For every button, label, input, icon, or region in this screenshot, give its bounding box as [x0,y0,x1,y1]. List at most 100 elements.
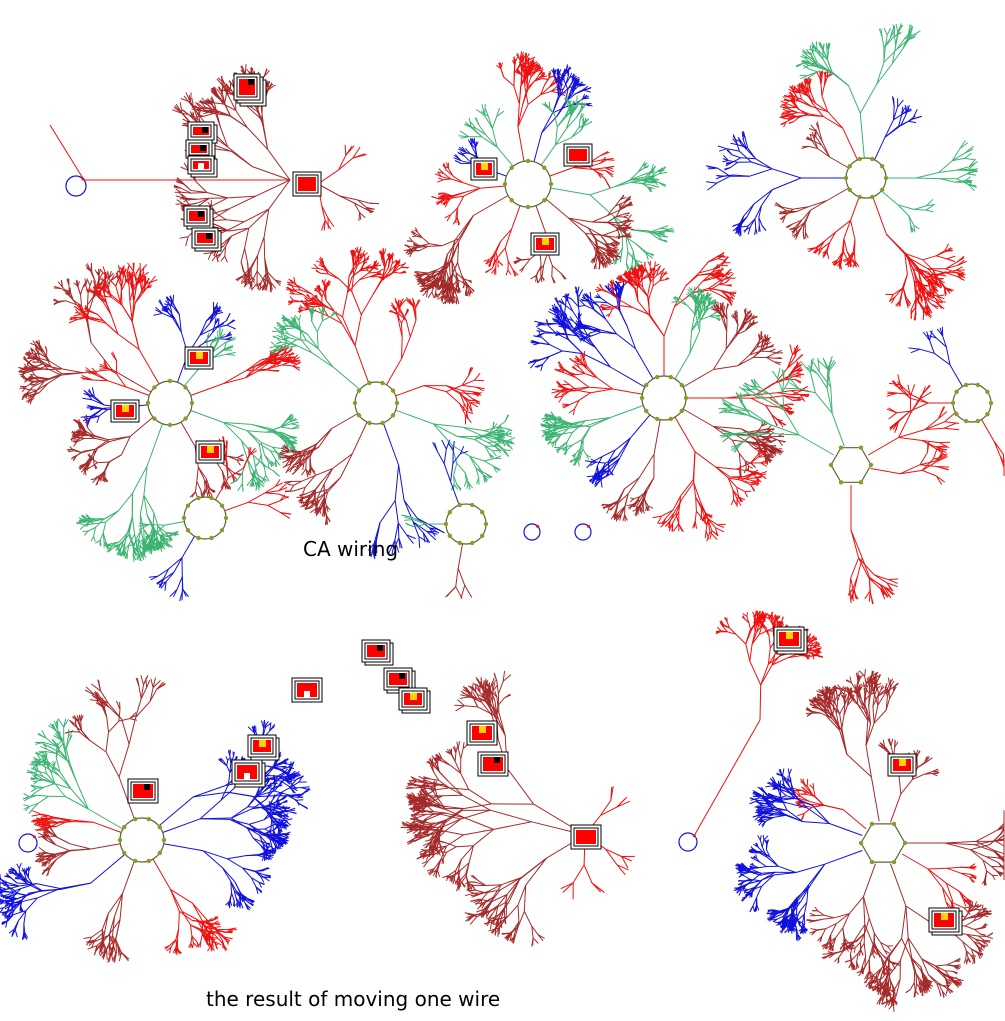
wire-segment [90,535,95,542]
wire-segment [829,156,849,169]
wire-segment [597,171,604,176]
wire-segment [431,273,439,278]
wire-segment [365,207,372,214]
wire-segment [297,345,313,354]
wire-segment [412,233,417,237]
wire-segment [772,177,802,191]
wire-segment [571,127,580,138]
wire-segment [485,134,498,148]
wire-segment [816,49,824,60]
wire-segment [559,84,566,97]
wire-segment [445,283,448,288]
wire-segment [524,53,530,62]
wire-segment [872,196,887,235]
wire-segment [451,241,460,261]
wire-segment [428,276,432,282]
wire-tree [66,414,154,486]
wire-segment [422,289,428,297]
wire-segment [342,292,348,318]
wire-segment [564,100,570,108]
wire-segment [466,283,472,289]
wire-segment [256,270,264,280]
wire-segment [626,227,635,231]
wire-segment [625,235,632,238]
wire-segment [607,209,620,217]
wire-segment [517,103,520,127]
wire-segment [551,265,562,274]
wire-segment [500,228,512,242]
wire-segment [568,217,586,234]
wire-segment [451,296,455,304]
wire-segment [630,181,643,184]
wire-segment [556,101,566,117]
wire-segment [605,165,615,169]
wire-segment [250,277,255,284]
wire-segment [456,217,461,225]
wire-segment [246,430,262,443]
wire-segment [606,205,616,217]
wire-segment [485,268,493,273]
wire-segment [79,524,86,530]
wire-segment [183,366,201,387]
wire-segment [718,148,727,152]
wire-tree [549,151,615,189]
wire-segment [808,68,818,73]
wire-segment [552,96,560,114]
wire-segment [584,233,595,247]
wire-segment [227,95,237,111]
wire-segment [800,75,808,80]
wire-segment [219,235,232,247]
wire-segment [518,85,522,104]
wire-segment [637,167,645,173]
wire-segment [585,232,603,236]
wire-segment [754,218,757,229]
wire-segment [629,264,633,274]
wire-segment [632,176,646,180]
wire-segment [537,275,543,284]
wire-segment [386,358,402,386]
wire-segment [815,41,818,50]
wire-segment [437,172,443,178]
wire-segment [540,90,552,96]
wire-segment [207,201,212,207]
wire-tree [68,262,160,385]
wire-segment [458,148,467,153]
wire-segment [264,273,267,284]
wire-segment [659,171,668,175]
wire-segment [242,270,248,277]
wire-segment [451,272,453,282]
wire-segment [520,73,527,80]
wire-segment [626,201,632,207]
wire-segment [204,107,216,111]
wire-segment [553,75,558,84]
wire-segment [267,369,274,371]
wire-segment [490,251,496,260]
wire-segment [915,172,939,179]
wire-segment [406,240,413,242]
wire-segment [570,101,576,108]
wire-segment [758,217,760,226]
wire-segment [896,38,905,50]
wire-segment [596,256,601,263]
wire-segment [153,312,163,316]
wire-segment [925,209,934,213]
wire-segment [625,234,634,252]
wire-segment [782,108,789,113]
wire-segment [500,68,505,78]
wire-segment [565,114,572,129]
wire-segment [523,258,531,268]
wire-segment [92,456,95,465]
wire-segment [263,126,269,150]
wire-segment [624,232,631,237]
wire-tree [540,95,593,166]
wire-segment [359,212,362,220]
wire-segment [450,207,458,216]
wire-segment [221,84,229,96]
wire-segment [602,251,609,255]
wire-segment [446,276,449,284]
wire-segment [197,466,205,481]
wire-segment [456,195,465,209]
wire-segment [491,128,498,148]
wire-segment [252,166,291,181]
wire-segment [87,280,91,286]
